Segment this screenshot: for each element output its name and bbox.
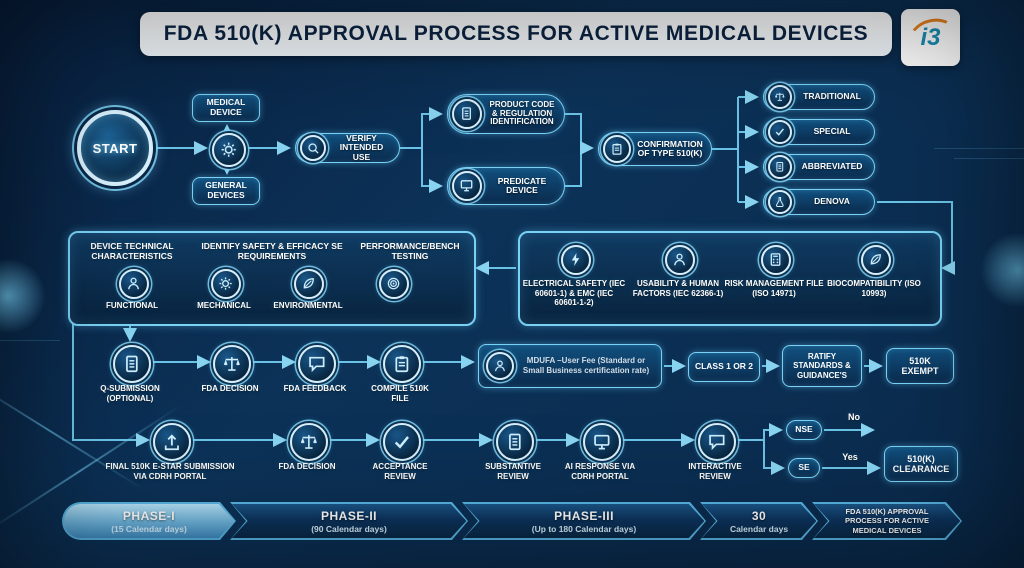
check-icon bbox=[768, 120, 792, 144]
functional-icon bbox=[119, 269, 149, 299]
document-icon bbox=[452, 99, 482, 129]
ratify-standards-node: RATIFY STANDARDS & GUIDANCE'S bbox=[782, 345, 862, 387]
se-badge: SE bbox=[788, 458, 820, 478]
product-code-node: PRODUCT CODE & REGULATION IDENTIFICATION bbox=[447, 94, 565, 134]
phase-2-duration: (90 Calendar days) bbox=[311, 523, 387, 534]
process-summary-chevron: FDA 510(K) APPROVAL PROCESS FOR ACTIVE M… bbox=[812, 502, 962, 540]
type-abbreviated-node: ABBREVIATED bbox=[763, 154, 875, 180]
ai-response-icon bbox=[583, 423, 621, 461]
device-monitor-icon bbox=[452, 171, 482, 201]
thirty-days-chevron: 30 Calendar days bbox=[700, 502, 818, 540]
exempt-node: 510K EXEMPT bbox=[886, 348, 954, 384]
technical-header-safety-efficacy: IDENTIFY SAFETY & EFFICACY SE REQUIREMEN… bbox=[201, 241, 343, 262]
type-traditional-node: TRADITIONAL bbox=[763, 84, 875, 110]
thirty-days-duration: Calendar days bbox=[729, 523, 789, 534]
final-submission-label: FINAL 510k E-STAR SUBMISSION VIA CDRH PO… bbox=[105, 462, 235, 481]
environmental-label: ENVIRONMENTAL bbox=[273, 301, 343, 310]
type-special-node: SPECIAL bbox=[763, 119, 875, 145]
phase-3-chevron: PHASE-III (Up to 180 Calendar days) bbox=[462, 502, 706, 540]
flask-icon bbox=[768, 190, 792, 214]
thirty-days-label: 30 bbox=[751, 508, 767, 523]
confirmation-type-label: CONFIRMATION OF TYPE 510(K) bbox=[637, 138, 703, 158]
interactive-review-label: INTERACTIVE REVIEW bbox=[688, 462, 742, 481]
yes-label: Yes bbox=[842, 452, 858, 462]
fda-decision2-label: FDA DECISION bbox=[278, 462, 336, 471]
technical-header-performance: PERFORMANCE/BENCH TESTING bbox=[360, 241, 460, 262]
verify-intended-use-label: VERIFY INTENDED USE bbox=[339, 132, 384, 162]
clearance-node: 510(K) CLEARANCE bbox=[884, 446, 958, 482]
confirmation-type-node: CONFIRMATION OF TYPE 510(K) bbox=[598, 132, 712, 166]
phase-timeline: PHASE-I (15 Calendar days) PHASE-II (90 … bbox=[62, 502, 962, 540]
document-icon bbox=[768, 155, 792, 179]
risk-management-icon bbox=[761, 245, 791, 275]
standards-panel: ELECTRICAL SAFETY (IEC 60601-1) & EMC (I… bbox=[518, 231, 942, 326]
type-special-label: SPECIAL bbox=[813, 126, 851, 137]
technical-header-characteristics: DEVICE TECHNICAL CHARACTERISTICS bbox=[90, 241, 174, 262]
mechanical-icon bbox=[211, 269, 241, 299]
acceptance-review-icon bbox=[383, 423, 421, 461]
general-devices-node: GENERAL DEVICES bbox=[192, 177, 260, 205]
phase-1-duration: (15 Calendar days) bbox=[111, 523, 187, 534]
performance-target-icon bbox=[379, 269, 409, 299]
electrical-safety-label: ELECTRICAL SAFETY (IEC 60601-1) & EMC (I… bbox=[522, 279, 626, 308]
type-traditional-label: TRADITIONAL bbox=[803, 91, 861, 102]
phase-3-label: PHASE-III bbox=[554, 508, 614, 523]
scales-icon bbox=[768, 85, 792, 109]
page-title: FDA 510(K) APPROVAL PROCESS FOR ACTIVE M… bbox=[163, 22, 869, 45]
phase-2-label: PHASE-II bbox=[320, 508, 377, 523]
technical-panel: DEVICE TECHNICAL CHARACTERISTICS IDENTIF… bbox=[68, 231, 476, 326]
compile-file-icon bbox=[383, 345, 421, 383]
type-denova-node: DENOVA bbox=[763, 189, 875, 215]
fda-decision-icon bbox=[213, 345, 251, 383]
medical-device-node: MEDICAL DEVICE bbox=[192, 94, 260, 122]
logo-text: i3 bbox=[920, 23, 941, 51]
fda-decision-label: FDA DECISION bbox=[201, 384, 259, 393]
substantive-review-icon bbox=[496, 423, 534, 461]
verify-intended-use-node: VERIFY INTENDED USE bbox=[295, 133, 400, 163]
electrical-safety-icon bbox=[561, 245, 591, 275]
compile-file-label: COMPILE 510k FILE bbox=[371, 384, 429, 403]
fda-feedback-icon bbox=[298, 345, 336, 383]
ai-response-label: AI RESPONSE VIA CDRH PORTAL bbox=[564, 462, 636, 481]
usability-icon bbox=[665, 245, 695, 275]
device-category-icon bbox=[212, 133, 246, 167]
no-label: No bbox=[848, 412, 860, 422]
acceptance-review-label: ACCEPTANCE REVIEW bbox=[372, 462, 428, 481]
fda-feedback-label: FDA FEEDBACK bbox=[283, 384, 347, 393]
predicate-device-node: PREDICATE DEVICE bbox=[447, 167, 565, 205]
phase-1-label: PHASE-I bbox=[122, 508, 176, 523]
risk-management-label: RISK MANAGEMENT FILE (ISO 14971) bbox=[724, 279, 824, 298]
phase-1-chevron: PHASE-I (15 Calendar days) bbox=[62, 502, 236, 540]
start-node: START bbox=[77, 110, 153, 186]
q-submission-icon bbox=[113, 345, 151, 383]
substantive-review-label: SUBSTANTIVE REVIEW bbox=[485, 462, 541, 481]
interactive-review-icon bbox=[698, 423, 736, 461]
type-denova-label: DENOVA bbox=[814, 196, 850, 207]
company-logo: i3 bbox=[901, 9, 961, 66]
functional-label: FUNCTIONAL bbox=[106, 301, 158, 310]
process-summary-label: FDA 510(K) APPROVAL PROCESS FOR ACTIVE M… bbox=[845, 506, 929, 535]
phase-2-chevron: PHASE-II (90 Calendar days) bbox=[230, 502, 468, 540]
mechanical-label: MECHANICAL bbox=[197, 301, 251, 310]
q-submission-label: Q-SUBMISSION (OPTIONAL) bbox=[100, 384, 160, 403]
final-submission-icon bbox=[153, 423, 191, 461]
mdufa-node: MDUFA –User Fee (Standard or Small Busin… bbox=[478, 344, 662, 388]
fda-decision2-icon bbox=[290, 423, 328, 461]
biocompatibility-label: BIOCOMPATIBILITY (ISO 10993) bbox=[827, 279, 921, 298]
title-banner: FDA 510(K) APPROVAL PROCESS FOR ACTIVE M… bbox=[140, 12, 892, 56]
clipboard-icon bbox=[603, 135, 631, 163]
biocompatibility-icon bbox=[861, 245, 891, 275]
class-node: CLASS 1 OR 2 bbox=[688, 352, 760, 382]
environmental-icon bbox=[294, 269, 324, 299]
product-code-label: PRODUCT CODE & REGULATION IDENTIFICATION bbox=[489, 99, 555, 127]
predicate-device-label: PREDICATE DEVICE bbox=[497, 175, 547, 195]
magnifier-icon bbox=[300, 135, 326, 161]
phase-3-duration: (Up to 180 Calendar days) bbox=[531, 523, 637, 534]
type-abbreviated-label: ABBREVIATED bbox=[801, 161, 863, 172]
mdufa-label: MDUFA –User Fee (Standard or Small Busin… bbox=[522, 355, 650, 375]
nse-badge: NSE bbox=[786, 420, 822, 440]
usability-label: USABILITY & HUMAN FACTORS (IEC 62366-1) bbox=[632, 279, 724, 298]
user-fee-icon bbox=[486, 352, 514, 380]
